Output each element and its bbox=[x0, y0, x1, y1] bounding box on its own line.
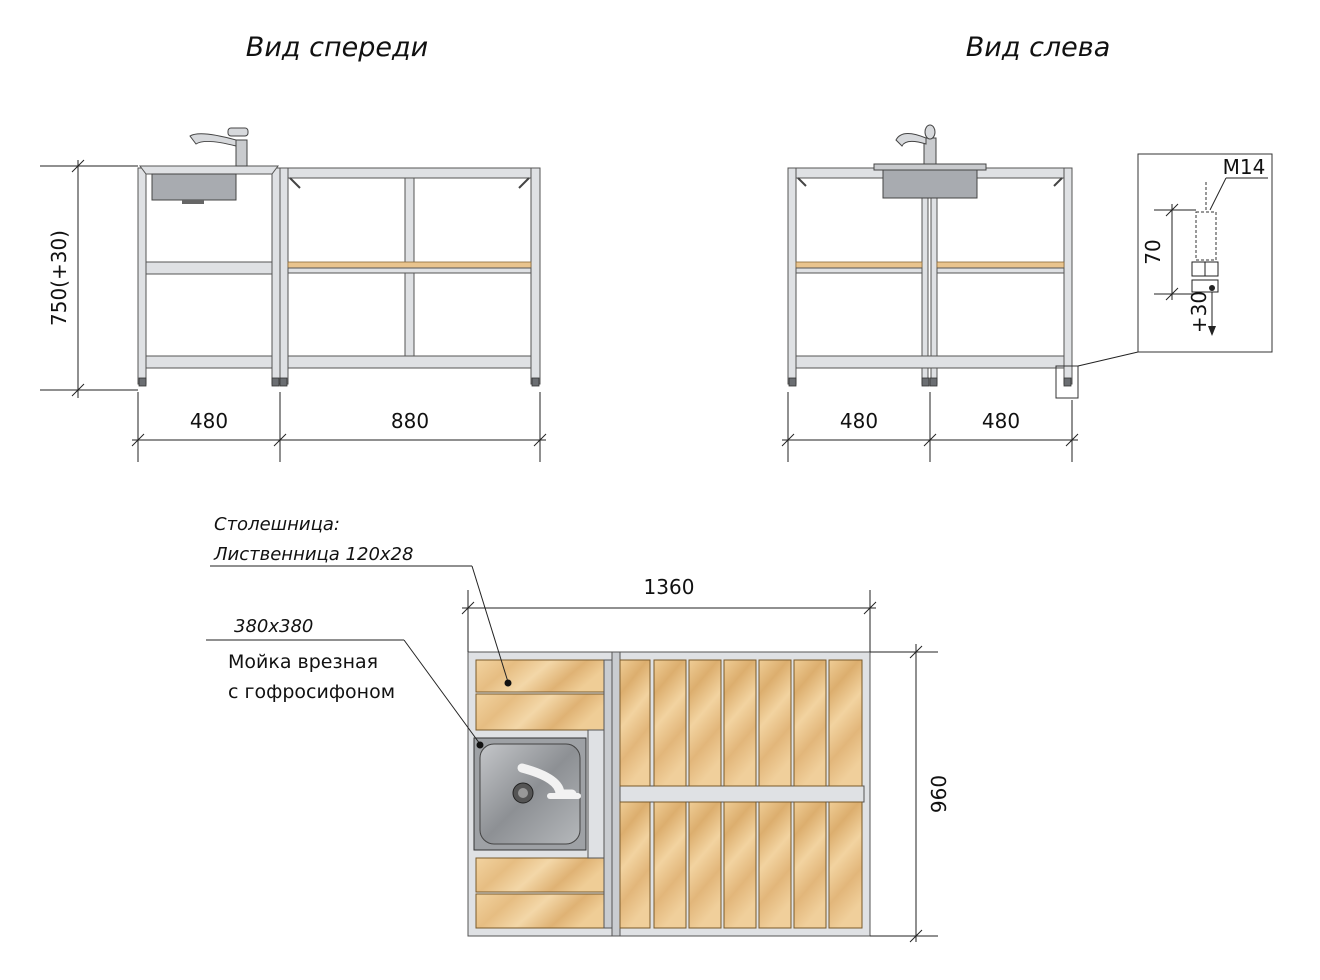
front-height-label: 750(+30) bbox=[47, 230, 71, 326]
front-view: 750(+30) 480 880 bbox=[40, 127, 547, 462]
sink-callout: 380x380 Мойка врезная с гофросифоном bbox=[206, 616, 484, 749]
sink-size-label: 380x380 bbox=[234, 616, 313, 637]
front-view-title: Вид спереди bbox=[246, 32, 428, 63]
plan-depth-dimension: 960 bbox=[870, 644, 951, 943]
left-width-dimensions: 480 480 bbox=[781, 392, 1079, 462]
foot-detail: M14 70 +30 bbox=[1137, 153, 1273, 353]
plan-sink bbox=[473, 737, 587, 851]
front-height-dimension: 750(+30) bbox=[40, 159, 138, 398]
detail-thread-label: M14 bbox=[1223, 155, 1266, 179]
plan-width-label: 1360 bbox=[644, 575, 695, 599]
front-right-module bbox=[279, 167, 541, 387]
plan-depth-label: 960 bbox=[927, 775, 951, 813]
detail-adjust-label: +30 bbox=[1187, 291, 1211, 333]
detail-height-label: 70 bbox=[1141, 239, 1165, 264]
sink-label-2: с гофросифоном bbox=[228, 681, 395, 703]
front-left-module bbox=[137, 127, 281, 387]
front-width-right-label: 880 bbox=[391, 409, 429, 433]
faucet-side bbox=[895, 124, 937, 165]
sink-label-1: Мойка врезная bbox=[228, 651, 378, 673]
front-width-dimensions: 480 880 bbox=[131, 392, 547, 462]
worktop-callout: Столешница: Лиственница 120x28 bbox=[210, 514, 512, 687]
left-view: 480 480 bbox=[781, 124, 1139, 462]
left-width-right-label: 480 bbox=[982, 409, 1020, 433]
front-width-left-label: 480 bbox=[190, 409, 228, 433]
plan-left-section bbox=[473, 659, 613, 929]
plan-right-section bbox=[611, 651, 865, 937]
faucet-front bbox=[189, 127, 249, 167]
left-width-left-label: 480 bbox=[840, 409, 878, 433]
left-view-title: Вид слева bbox=[966, 32, 1111, 63]
worktop-label-2: Лиственница 120x28 bbox=[213, 544, 413, 565]
plan-width-dimension: 1360 bbox=[461, 575, 877, 652]
worktop-label-1: Столешница: bbox=[214, 514, 340, 535]
plan-view: 1360 960 Столешница: Лиственница 120x28 … bbox=[206, 514, 951, 943]
